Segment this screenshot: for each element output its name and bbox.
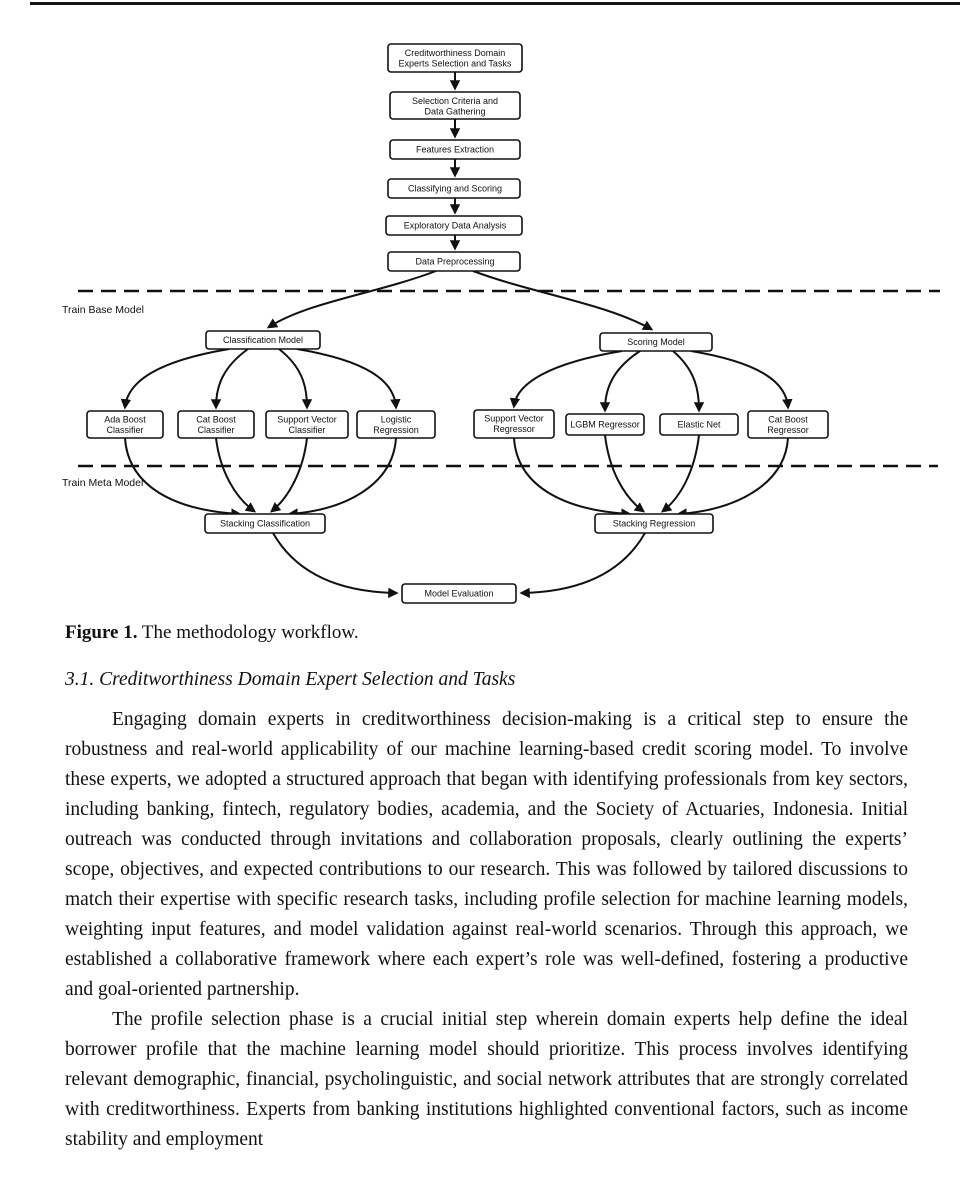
svg-text:Selection Criteria and: Selection Criteria and [412, 96, 498, 106]
body-text: Engaging domain experts in creditworthin… [65, 705, 908, 1155]
arrow-catboost-regressor-to-stacking-reg [676, 437, 789, 519]
arrow-preprocess-to-scoring [472, 270, 654, 331]
svg-text:Classifier: Classifier [106, 425, 143, 435]
node-cat-boost-classifier: Cat Boost Classifier [177, 410, 255, 439]
paragraph-2: The profile selection phase is a crucial… [65, 1009, 908, 1150]
node-expert-selection: Creditworthiness Domain Experts Selectio… [387, 43, 523, 73]
lane-dividers: Train Base Model Train Meta Model [62, 289, 940, 489]
svg-text:Support Vector: Support Vector [484, 414, 544, 424]
node-stacking-regression: Stacking Regression [594, 513, 714, 534]
node-cat-boost-regressor: Cat Boost Regressor [747, 410, 829, 439]
svg-text:Cat Boost: Cat Boost [768, 415, 808, 425]
arrow-classification-to-catboost [210, 348, 249, 410]
svg-text:Stacking Regression: Stacking Regression [613, 519, 696, 529]
svg-text:Elastic Net: Elastic Net [677, 420, 721, 430]
methodology-flowchart: Train Base Model Train Meta Model [62, 43, 940, 604]
figure-caption-label: Figure 1. [65, 622, 138, 643]
figure-caption-text: The methodology workflow. [141, 622, 359, 643]
svg-text:Regression: Regression [373, 425, 419, 435]
node-support-vector-regressor: Support Vector Regressor [473, 409, 555, 439]
node-classifying-scoring: Classifying and Scoring [387, 178, 521, 199]
node-stacking-classification: Stacking Classification [204, 513, 326, 534]
arrow-scoring-to-svr [509, 350, 623, 409]
svg-text:Creditworthiness Domain: Creditworthiness Domain [405, 48, 506, 58]
svg-text:Logistic: Logistic [381, 415, 412, 425]
node-classification-model: Classification Model [205, 330, 321, 350]
arrow-classification-to-svc [278, 348, 313, 410]
svg-text:Support Vector: Support Vector [277, 415, 337, 425]
arrow-lgbm-to-stacking-reg [604, 434, 646, 513]
node-support-vector-classifier: Support Vector Classifier [265, 410, 349, 439]
svg-text:Regressor: Regressor [767, 425, 809, 435]
section-heading: 3.1. Creditworthiness Domain Expert Sele… [65, 669, 516, 690]
svg-text:Classification Model: Classification Model [223, 335, 303, 345]
node-ada-boost-classifier: Ada Boost Classifier [86, 410, 164, 439]
arrow-logistic-to-stacking [287, 437, 397, 519]
flow-nodes: Creditworthiness Domain Experts Selectio… [86, 43, 829, 604]
flow-arrows [120, 72, 793, 599]
svg-text:Features Extraction: Features Extraction [416, 145, 494, 155]
arrow-catboost-to-stacking [215, 437, 257, 513]
arrow-scoring-to-lgbm [599, 350, 641, 413]
page-top-rule [30, 2, 960, 5]
node-lgbm-regressor: LGBM Regressor [565, 413, 645, 436]
node-logistic-regression: Logistic Regression [356, 410, 436, 439]
svg-text:Experts Selection and Tasks: Experts Selection and Tasks [399, 59, 512, 69]
paragraph-1: Engaging domain experts in creditworthin… [65, 709, 908, 1000]
svg-text:Ada Boost: Ada Boost [104, 415, 146, 425]
svg-text:Regressor: Regressor [493, 424, 535, 434]
arrow-stacking-reg-to-eval [519, 532, 646, 599]
arrow-scoring-to-elasticnet [672, 350, 705, 413]
train-base-label: Train Base Model [62, 304, 144, 316]
arrow-classification-to-logistic [296, 348, 401, 410]
node-scoring-model: Scoring Model [599, 332, 713, 352]
svg-text:Classifier: Classifier [197, 425, 234, 435]
arrow-stacking-class-to-eval [272, 532, 399, 599]
svg-text:Classifier: Classifier [288, 425, 325, 435]
arrow-adaboost-to-stacking [124, 437, 242, 519]
arrow-svc-to-stacking [269, 437, 308, 513]
arrow-classification-to-adaboost [120, 348, 230, 410]
svg-text:LGBM Regressor: LGBM Regressor [570, 420, 640, 430]
train-meta-label: Train Meta Model [62, 477, 143, 489]
arrow-svr-to-stacking-reg [513, 437, 632, 519]
svg-text:Stacking Classification: Stacking Classification [220, 519, 310, 529]
svg-text:Data Preprocessing: Data Preprocessing [415, 257, 494, 267]
svg-text:Cat Boost: Cat Boost [196, 415, 236, 425]
arrow-elasticnet-to-stacking-reg [660, 434, 700, 513]
svg-text:Exploratory Data Analysis: Exploratory Data Analysis [404, 221, 507, 231]
svg-text:Model Evaluation: Model Evaluation [424, 589, 493, 599]
arrow-preprocess-to-classification [266, 270, 437, 329]
node-eda: Exploratory Data Analysis [385, 215, 523, 236]
node-selection-criteria: Selection Criteria and Data Gathering [389, 91, 521, 120]
node-data-preprocessing: Data Preprocessing [387, 251, 521, 272]
svg-text:Scoring Model: Scoring Model [627, 337, 685, 347]
arrow-scoring-to-catboost-regressor [690, 350, 793, 410]
node-elastic-net: Elastic Net [659, 413, 739, 436]
svg-text:Classifying and Scoring: Classifying and Scoring [408, 184, 502, 194]
svg-text:Data Gathering: Data Gathering [424, 107, 485, 117]
node-model-evaluation: Model Evaluation [401, 583, 517, 604]
figure-1-area: Train Base Model Train Meta Model [0, 4, 960, 618]
figure-caption: Figure 1. The methodology workflow. [65, 622, 908, 644]
node-features-extraction: Features Extraction [389, 139, 521, 160]
